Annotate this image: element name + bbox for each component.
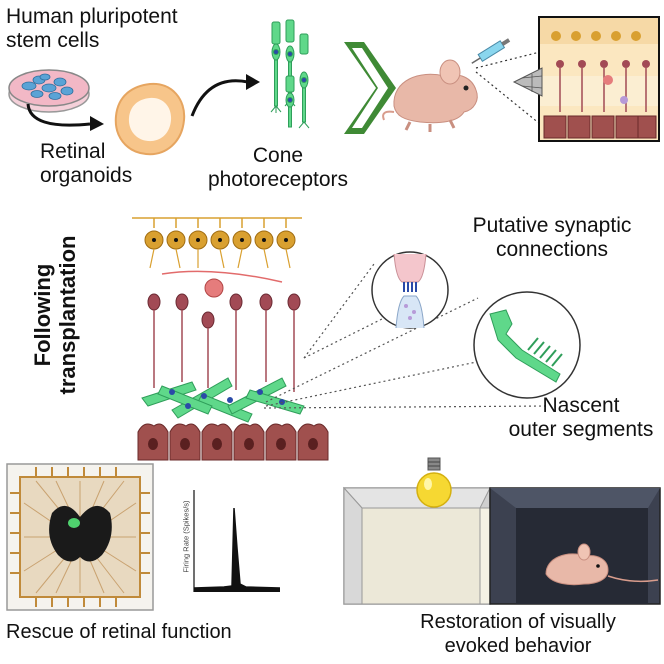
organoid-icon (114, 82, 186, 156)
synaptic-label-line2: connections (495, 238, 609, 261)
nascent-label-line1: Nascent (542, 394, 620, 417)
hpsc-label: Human pluripotent stem cells (6, 5, 178, 53)
syringe-icon (471, 38, 511, 64)
mea-chip-icon (6, 463, 154, 611)
cone-label-line1: Cone (252, 144, 304, 167)
arrow-to-photoreceptors (190, 74, 260, 117)
zoom-connectors (263, 263, 549, 409)
cone-label-line2: photoreceptors (207, 168, 349, 191)
synapse-zoom-icon (371, 251, 449, 329)
rescue-label: Rescue of retinal function (6, 621, 232, 643)
outer-segment-zoom-icon (473, 291, 581, 399)
nascent-label-line2: outer segments (508, 418, 654, 441)
needle-tip-icon (512, 67, 543, 97)
following-line1: Following (30, 263, 55, 367)
arrow-to-organoid (26, 103, 104, 131)
chevron-right-icon (344, 42, 396, 134)
synaptic-label-line1: Putative synaptic (472, 214, 632, 237)
inset-connector (475, 51, 541, 125)
mouse-icon (382, 59, 478, 132)
restoration-label-line1: Restoration of visually (420, 611, 616, 633)
firing-rate-axis-label: Firing Rate (Spikes/s) (181, 500, 191, 573)
firing-rate-plot (193, 490, 281, 592)
lightbulb-icon (416, 457, 452, 508)
retina-diagram (132, 217, 329, 461)
following-transplantation-label: Following transplantation (30, 220, 84, 410)
photoreceptor-icon (270, 19, 310, 129)
synaptic-label: Putative synaptic connections (440, 214, 664, 262)
light-dark-box (342, 486, 661, 605)
retina-inset (538, 16, 660, 142)
organoids-label: Retinal organoids (40, 140, 132, 188)
hpsc-label-line1: Human pluripotent (6, 5, 178, 28)
organoids-label-line1: Retinal (40, 140, 106, 163)
restoration-label-line2: evoked behavior (444, 635, 592, 657)
cone-label: Cone photoreceptors (178, 144, 378, 192)
nascent-label: Nascent outer segments (500, 394, 662, 442)
restoration-label: Restoration of visually evoked behavior (372, 610, 664, 658)
culture-dish-icon (8, 69, 90, 113)
hpsc-label-line2: stem cells (6, 29, 100, 52)
following-line2: transplantation (55, 235, 80, 395)
organoids-label-line2: organoids (40, 164, 133, 187)
